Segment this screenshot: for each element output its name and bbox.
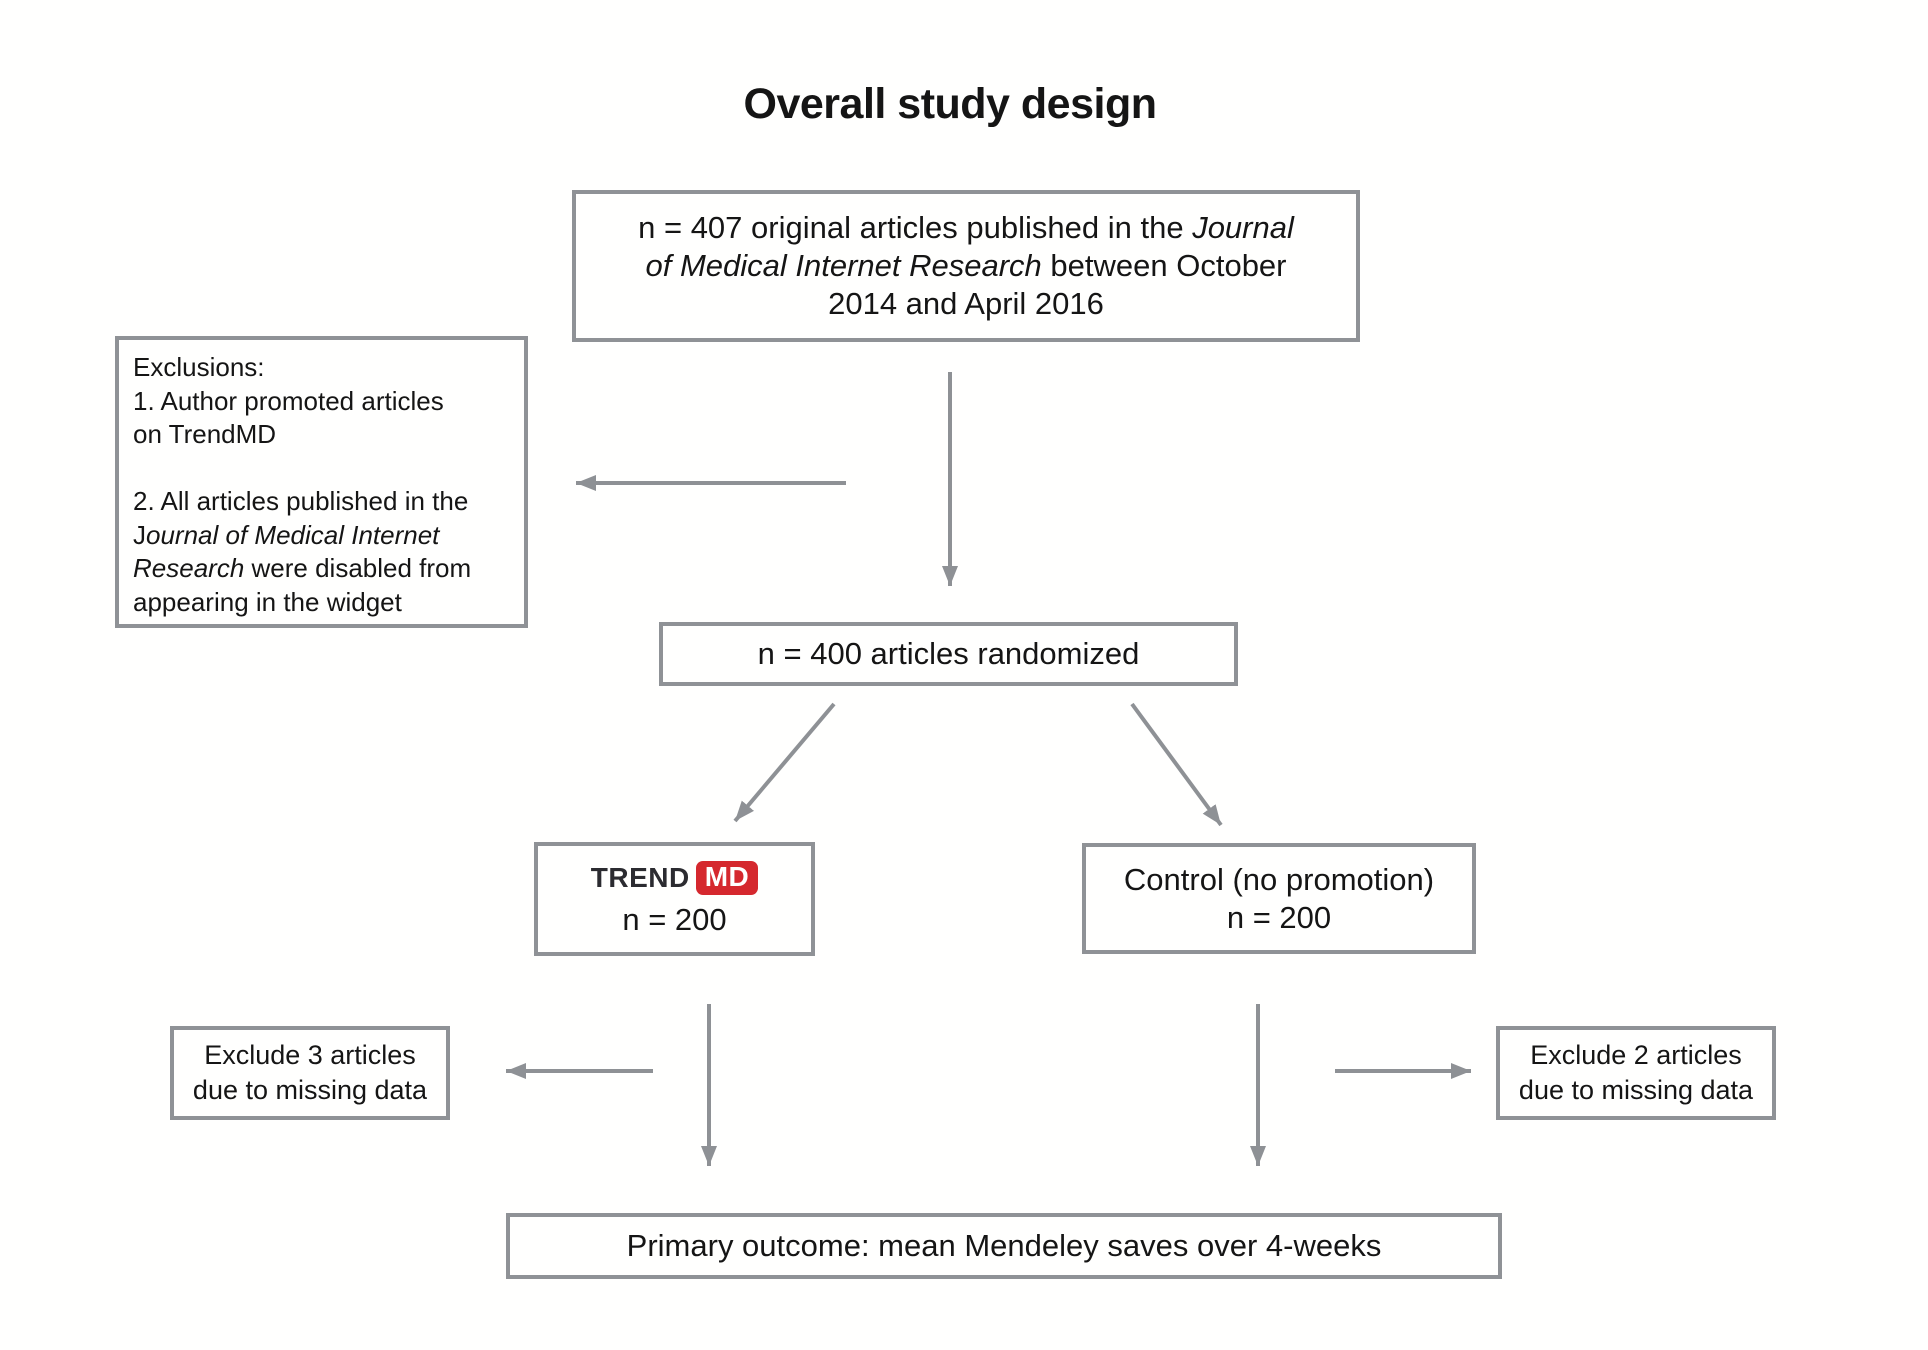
trendmd-logo-trend-text: TREND [590,861,690,893]
primary-outcome-text: Primary outcome: mean Mendeley saves ove… [626,1228,1382,1263]
randomized-text: n = 400 articles randomized [757,636,1140,671]
arrow-randomized-to-trendmd [733,702,836,823]
box-control-arm: Control (no promotion)n = 200 [1082,843,1476,954]
initial-articles-text: n = 407 original articles published in t… [638,210,1294,321]
box-initial-articles: n = 407 original articles published in t… [572,190,1360,342]
trendmd-logo: TREND MD [590,860,759,895]
box-primary-outcome: Primary outcome: mean Mendeley saves ove… [506,1213,1502,1279]
trendmd-n-label: n = 200 [622,901,727,937]
box-randomized: n = 400 articles randomized [659,622,1238,686]
control-text: Control (no promotion)n = 200 [1123,861,1435,935]
arrow-randomized-to-control [1130,702,1223,827]
box-trendmd-arm: TREND MD n = 200 [534,842,815,956]
trendmd-logo-md-badge: MD [695,860,759,895]
page-title: Overall study design [743,80,1157,128]
